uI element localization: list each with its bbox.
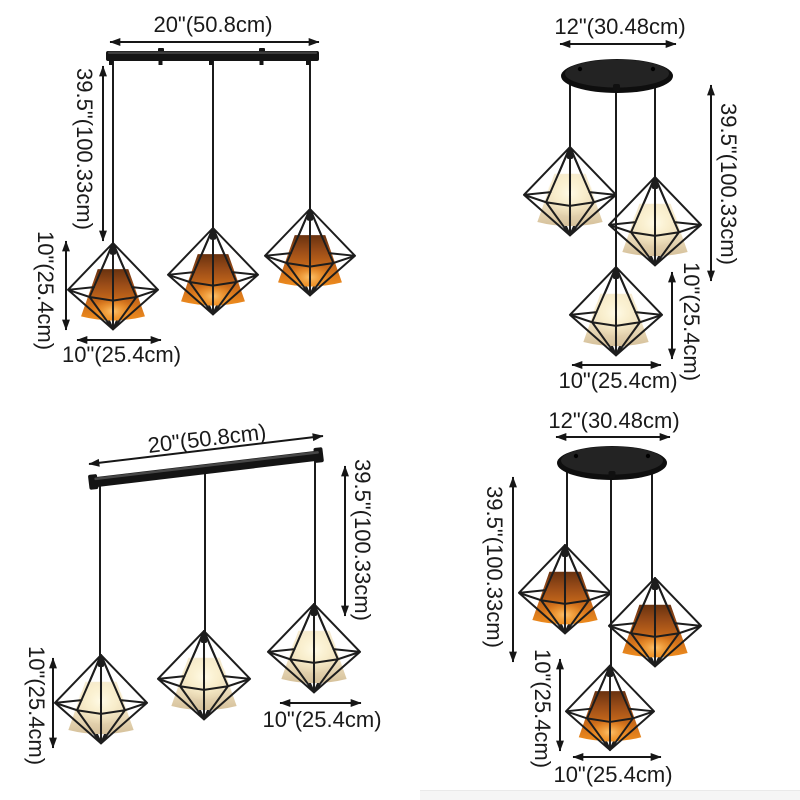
dimension-arrows (559, 40, 715, 369)
shade-height-label: 10"(25.4cm) (33, 231, 59, 351)
shade-height-label: 10"(25.4cm) (530, 649, 556, 769)
pendant-lamp (570, 267, 662, 355)
pendant-lamp (168, 228, 258, 314)
shade-width-label: 10"(25.4cm) (558, 368, 678, 393)
pendant-lamp (55, 655, 147, 743)
dimension-arrows (49, 433, 362, 749)
round-canopy (557, 446, 667, 480)
panel-top-right-graphics (524, 40, 715, 369)
pendant-lamp (268, 604, 360, 692)
cords-group (566, 466, 653, 668)
shade-height-label: 10"(25.4cm) (679, 262, 705, 382)
pendant-lamp (519, 545, 611, 633)
pendant-lamp (158, 631, 250, 719)
dimension-arrows (62, 38, 320, 344)
round-canopy (561, 59, 673, 93)
dimension-arrows (509, 433, 671, 761)
pendant-lamp (609, 177, 701, 265)
canopy-width-label: 20"(50.8cm) (153, 12, 273, 37)
cords-group (99, 456, 316, 658)
pendant-lamp (609, 578, 701, 666)
pendant-lamp (265, 209, 355, 295)
pendant-lamp (566, 666, 654, 750)
drop-height-label: 39.5"(100.33cm) (482, 486, 508, 648)
panel-bottom-left-graphics (49, 433, 362, 749)
pendant-lamp (524, 147, 616, 235)
canopy-width-label: 12"(30.48cm) (554, 14, 686, 39)
panel-bottom-right-graphics (509, 433, 701, 761)
cords-group (112, 58, 311, 245)
drop-height-label: 39.5"(100.33cm) (716, 103, 742, 265)
page-background-strip (420, 790, 800, 800)
panel-top-left-graphics (62, 38, 355, 344)
pendant-lamp (68, 243, 158, 329)
shade-width-label: 10"(25.4cm) (62, 342, 182, 367)
shade-height-label: 10"(25.4cm) (24, 646, 50, 766)
canopy-width-arrow (88, 433, 324, 467)
drop-height-label: 39.5"(100.33cm) (350, 459, 376, 621)
canopy-width-label: 12"(30.48cm) (548, 408, 680, 433)
shade-width-label: 10"(25.4cm) (262, 707, 382, 732)
cords-group (569, 78, 656, 269)
linear-canopy (106, 48, 319, 65)
drop-height-label: 39.5"(100.33cm) (72, 68, 98, 230)
shade-width-label: 10"(25.4cm) (553, 762, 673, 787)
